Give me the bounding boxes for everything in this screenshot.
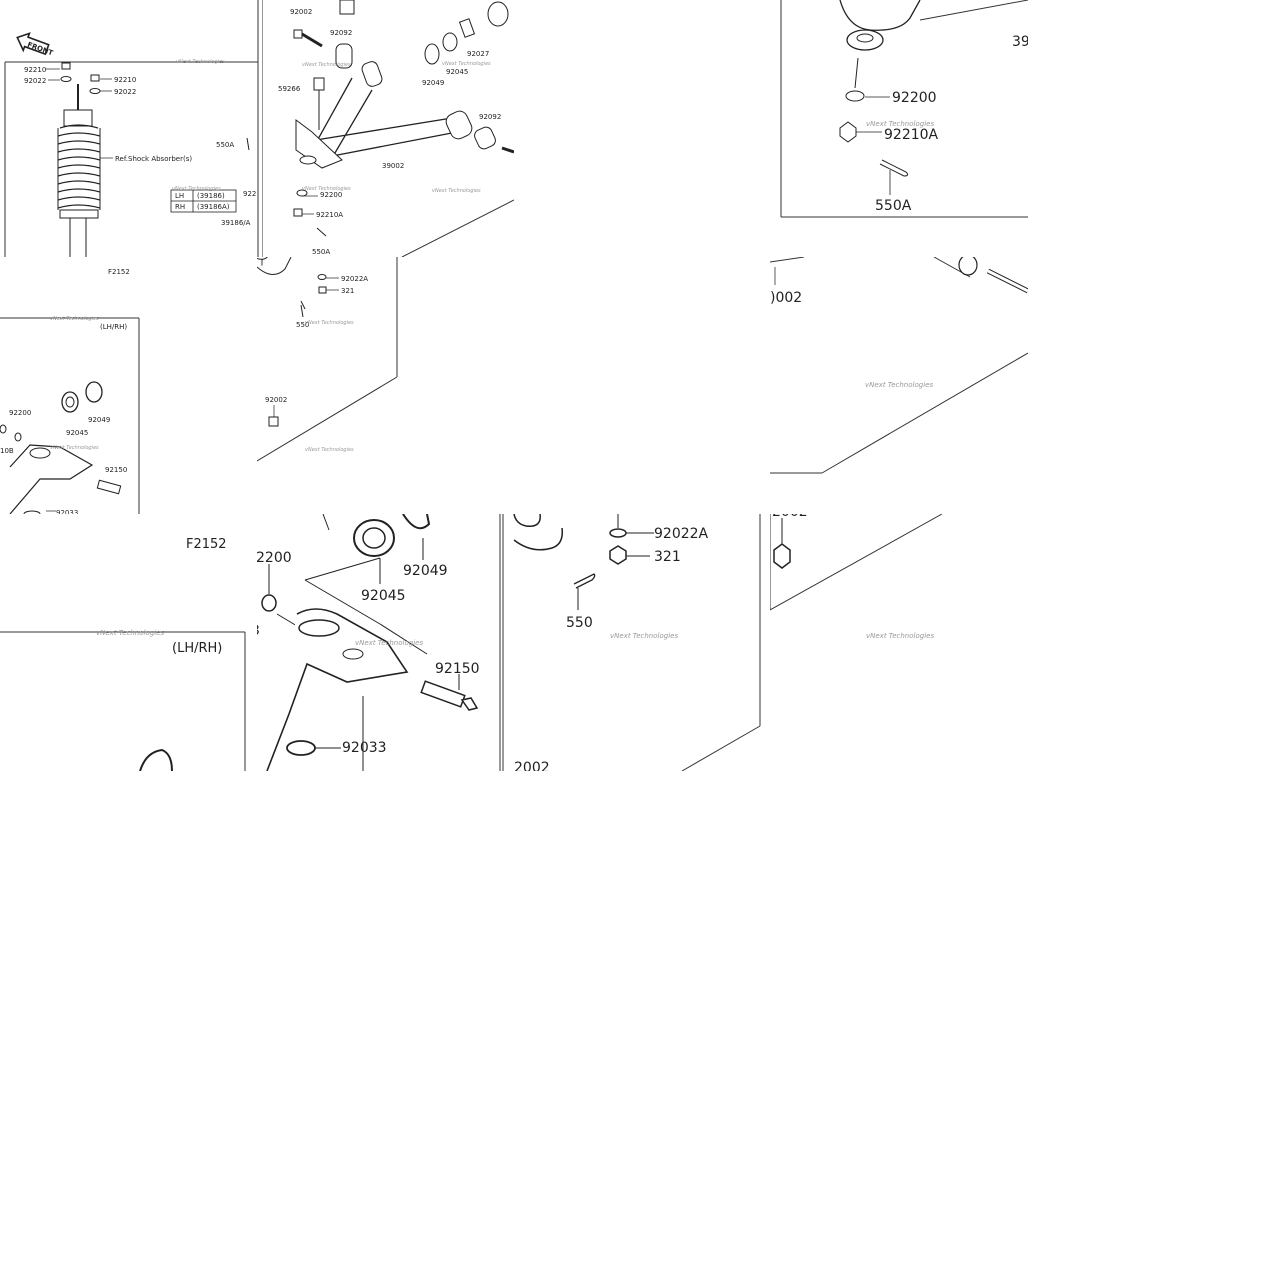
label-92022: 92022 — [24, 77, 46, 85]
watermark: vNext Technologies — [866, 632, 934, 640]
label-92049-large: 92049 — [403, 563, 448, 579]
label-92092-right: 92092 — [479, 113, 501, 121]
label-92022a-large: 92022A — [654, 526, 709, 542]
label-550-small: 550 — [296, 321, 309, 329]
watermark: vNext Technologies — [865, 381, 933, 389]
label-922: 922 — [243, 190, 256, 198]
label-39002: 39002 — [382, 162, 404, 170]
label-92002-small: 92002 — [265, 396, 287, 404]
watermark: vNext Technologies — [302, 186, 351, 192]
label-2002-partial: 2002 — [514, 760, 550, 771]
label-92210: 92210 — [24, 66, 46, 74]
watermark: vNext Technologies — [302, 62, 351, 68]
label-59266: 59266 — [278, 85, 301, 93]
bottom-right-drawing: 2002 vNext Technologies — [770, 514, 943, 640]
side-table-rh: RH — [175, 203, 185, 211]
label-0002-partial: )002 — [770, 290, 802, 306]
label-92200-partial: 2200 — [257, 550, 292, 566]
tile-lower-parts: 92022A 321 550 92002 vNext Technologies … — [257, 257, 514, 514]
label-321-large: 321 — [654, 549, 681, 565]
label-92045-large: 92045 — [361, 588, 406, 604]
label-92002: 92002 — [290, 8, 312, 16]
arm-section-drawing: )002 vNext Technologies — [770, 257, 1028, 474]
label-92022-right: 92022 — [114, 88, 136, 96]
watermark: vNext Technologies — [176, 59, 225, 65]
label-321-small: 321 — [341, 287, 354, 295]
tile-large-knuckle: 92045 92049 92150 92033 2200 3 vNext Tec… — [257, 514, 502, 771]
shock-absorber-drawing: FRONT — [4, 0, 259, 257]
knuckle-small-drawing: (LH/RH) F2152 92200 10B 92045 92049 9215… — [0, 268, 140, 514]
label-92210a: 92210A — [316, 211, 343, 219]
label-92049-small: 92049 — [88, 416, 110, 424]
side-table-lh-part: (39186) — [197, 192, 225, 200]
label-92150-small: 92150 — [105, 466, 127, 474]
ref-shock-label: Ref.Shock Absorber(s) — [115, 155, 192, 163]
label-92200-small: 92200 — [9, 409, 31, 417]
large-knuckle-drawing: 92045 92049 92150 92033 2200 3 vNext Tec… — [257, 514, 501, 771]
tile-knuckle-small: (LH/RH) F2152 92200 10B 92045 92049 9215… — [0, 257, 257, 514]
label-92200-large: 92200 — [892, 90, 937, 106]
label-2002-top: 2002 — [772, 514, 808, 520]
watermark: vNext Technologies — [50, 316, 99, 322]
watermark: vNext Technologies — [355, 639, 423, 647]
knuckle-closeup-drawing: 92200 92210A 550A 39 vNext Technologies — [780, 0, 1028, 218]
watermark: vNext Technologies — [305, 320, 354, 326]
large-small-parts-drawing: 92022A 321 550 2002 vNext Technologies — [502, 514, 761, 771]
tile-upper-arm: 92002 92092 59266 39002 92092 92027 9204… — [262, 0, 514, 257]
large-lhrh-drawing: F2152 (LH/RH) vNext Technologies — [0, 537, 246, 771]
label-3-partial: 3 — [257, 623, 260, 639]
watermark: vNext Technologies — [610, 632, 678, 640]
label-92150-large: 92150 — [435, 661, 480, 677]
tile-large-lhrh: F2152 (LH/RH) vNext Technologies — [0, 514, 257, 771]
label-39186a: 39186/A — [221, 219, 251, 227]
figure-code-large: F2152 — [186, 537, 227, 552]
figure-code-top: F2152 — [108, 268, 130, 276]
label-550a: 550A — [216, 141, 234, 149]
label-92092: 92092 — [330, 29, 352, 37]
label-92049: 92049 — [422, 79, 444, 87]
watermark: vNext Technologies — [866, 120, 934, 128]
label-92027: 92027 — [467, 50, 489, 58]
watermark: vNext Technologies — [305, 447, 354, 453]
lower-parts-drawing: 92022A 321 550 92002 vNext Technologies … — [257, 257, 398, 462]
label-92033-large: 92033 — [342, 740, 387, 756]
side-table: LH (39186) RH (39186A) — [170, 189, 237, 213]
side-table-rh-part: (39186A) — [197, 203, 230, 211]
label-10b: 10B — [0, 447, 14, 455]
watermark: vNext Technologies — [172, 186, 221, 192]
tile-knuckle-closeup: 92200 92210A 550A 39 vNext Technologies — [770, 0, 1028, 257]
label-92200: 92200 — [320, 191, 342, 199]
label-39-partial: 39 — [1012, 34, 1028, 50]
label-550a-large: 550A — [875, 198, 912, 214]
watermark: vNext Technologies — [432, 188, 481, 194]
label-92210a-large: 92210A — [884, 127, 939, 143]
label-92210-right: 92210 — [114, 76, 136, 84]
side-table-lh: LH — [175, 192, 184, 200]
upper-arm-drawing: 92002 92092 59266 39002 92092 92027 9204… — [262, 0, 514, 257]
tile-large-small-parts: 92022A 321 550 2002 vNext Technologies — [502, 514, 770, 771]
tile-shock-absorber: FRONT — [0, 0, 262, 257]
label-550-large: 550 — [566, 615, 593, 631]
variant-label-large: (LH/RH) — [172, 641, 222, 656]
tile-bottom-right: 2002 vNext Technologies — [770, 514, 958, 664]
label-92045: 92045 — [446, 68, 468, 76]
front-arrow-icon: FRONT — [16, 32, 54, 57]
tile-arm-section: )002 vNext Technologies — [770, 257, 1028, 474]
variant-label-small: (LH/RH) — [100, 323, 127, 331]
watermark: vNext Technologies — [442, 61, 491, 67]
label-92033-small: 92033 — [56, 509, 78, 514]
label-550a-mid: 550A — [312, 248, 330, 256]
watermark: vNext Technologies — [96, 629, 164, 637]
label-92022a-small: 92022A — [341, 275, 368, 283]
watermark: vNext Technologies — [50, 445, 99, 451]
label-92045-small: 92045 — [66, 429, 88, 437]
